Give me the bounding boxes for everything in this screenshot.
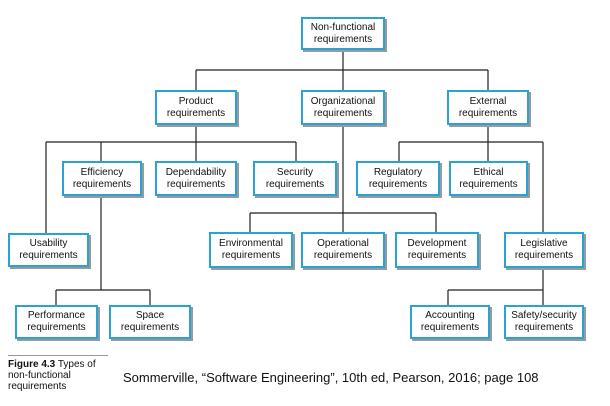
node-security-requirements: Security requirements [253,161,337,196]
caption-divider [8,355,108,356]
node-label: Efficiency requirements [72,166,132,190]
node-external-requirements: External requirements [447,90,529,125]
node-label: Usability requirements [19,238,78,261]
figure-caption: Figure 4.3 Types of non-functional requi… [8,359,116,392]
figure-label: Figure 4.3 [8,359,56,370]
node-non-functional-requirements: Non-functional requirements [301,17,385,50]
node-development-requirements: Development requirements [395,232,479,268]
node-space-requirements: Space requirements [109,305,191,339]
node-accounting-requirements: Accounting requirements [410,305,490,339]
node-label: Operational requirements [313,238,373,261]
node-label: Organizational requirements [310,95,376,119]
node-performance-requirements: Performance requirements [15,305,98,339]
node-label: Product requirements [166,95,226,119]
node-product-requirements: Product requirements [155,90,237,125]
node-label: Dependability requirements [165,166,227,190]
node-legislative-requirements: Legislative requirements [504,232,584,268]
node-label: Safety/security requirements [511,310,577,333]
node-label: Performance requirements [27,310,86,333]
node-usability-requirements: Usability requirements [8,233,89,267]
node-organizational-requirements: Organizational requirements [301,90,385,125]
node-label: Accounting requirements [420,310,480,333]
node-operational-requirements: Operational requirements [301,232,385,268]
node-label: Regulatory requirements [368,166,428,190]
node-label: Legislative requirements [514,238,574,261]
node-safety-security-requirements: Safety/security requirements [504,305,584,339]
source-citation: Sommerville, “Software Engineering”, 10t… [123,370,539,385]
figure-caption-text: Types of non-functional requirements [8,359,96,392]
node-label: Development requirements [407,238,467,261]
node-label: Space requirements [120,310,180,333]
node-dependability-requirements: Dependability requirements [155,161,237,196]
node-label: Environmental requirements [219,238,283,261]
node-label: Ethical requirements [459,166,518,190]
node-efficiency-requirements: Efficiency requirements [62,161,142,196]
node-label: Non-functional requirements [310,21,376,45]
node-label: Security requirements [265,166,325,190]
node-label: External requirements [458,95,518,119]
node-ethical-requirements: Ethical requirements [449,161,528,196]
node-regulatory-requirements: Regulatory requirements [356,161,440,196]
node-environmental-requirements: Environmental requirements [209,232,293,268]
